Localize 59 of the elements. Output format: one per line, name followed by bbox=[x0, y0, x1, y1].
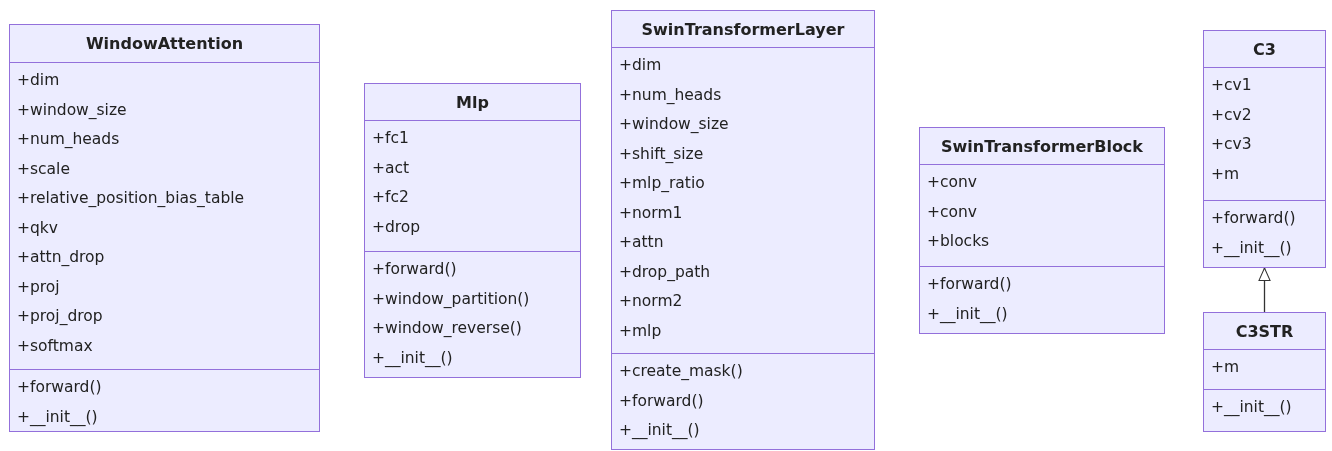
method-text: +__init__() bbox=[1210, 237, 1292, 260]
attribute-text: +m bbox=[1210, 163, 1240, 185]
attribute-text: +cv3 bbox=[1210, 134, 1252, 155]
method-text: +forward() bbox=[1210, 208, 1296, 229]
method-text: +forward() bbox=[618, 390, 704, 412]
attribute-text: +act bbox=[371, 157, 410, 179]
attribute-text: +conv bbox=[926, 172, 977, 193]
class-box bbox=[611, 10, 875, 450]
attribute-text: +fc2 bbox=[371, 187, 409, 208]
attribute-text: +norm2 bbox=[618, 291, 683, 312]
class-name: WindowAttention bbox=[84, 33, 245, 55]
attribute-text: +proj bbox=[16, 276, 60, 298]
attribute-text: +cv1 bbox=[1210, 75, 1252, 96]
attribute-text: +norm1 bbox=[618, 202, 683, 224]
attribute-text: +blocks bbox=[926, 231, 990, 252]
attribute-text: +conv bbox=[926, 201, 977, 223]
attribute-text: +proj_drop bbox=[16, 306, 103, 327]
attribute-text: +shift_size bbox=[618, 143, 704, 165]
class-name: C3STR bbox=[1234, 321, 1295, 343]
method-text: +forward() bbox=[371, 259, 457, 280]
class-name: SwinTransformerLayer bbox=[640, 19, 846, 41]
attribute-text: +fc1 bbox=[371, 128, 409, 149]
method-text: +__init__() bbox=[1210, 397, 1292, 419]
attribute-text: +scale bbox=[16, 158, 70, 180]
attribute-text: +mlp_ratio bbox=[618, 173, 705, 194]
class-name: C3 bbox=[1252, 39, 1277, 61]
class-box bbox=[9, 24, 320, 432]
attribute-text: +dim bbox=[618, 55, 662, 76]
class-name: SwinTransformerBlock bbox=[940, 136, 1144, 158]
attribute-text: +mlp bbox=[618, 320, 662, 342]
inheritance-arrow bbox=[1258, 267, 1271, 313]
attribute-text: +drop bbox=[371, 216, 421, 238]
method-text: +forward() bbox=[16, 377, 102, 398]
attribute-text: +attn_drop bbox=[16, 247, 105, 268]
method-text: +forward() bbox=[926, 274, 1012, 295]
class-box bbox=[364, 83, 581, 378]
attribute-text: +drop_path bbox=[618, 261, 711, 283]
method-text: +create_mask() bbox=[618, 361, 743, 382]
class-box bbox=[919, 127, 1165, 334]
method-text: +__init__() bbox=[618, 420, 700, 442]
attribute-text: +m bbox=[1210, 357, 1240, 378]
attribute-text: +num_heads bbox=[16, 129, 120, 150]
attribute-text: +dim bbox=[16, 70, 60, 91]
attribute-text: +cv2 bbox=[1210, 104, 1252, 126]
method-text: +window_partition() bbox=[371, 288, 530, 310]
attribute-text: +relative_position_bias_table bbox=[16, 188, 245, 209]
class-box bbox=[1203, 30, 1326, 268]
method-text: +__init__() bbox=[371, 347, 453, 370]
attribute-text: +window_size bbox=[618, 114, 729, 135]
class-name: Mlp bbox=[455, 92, 490, 114]
method-text: +__init__() bbox=[16, 406, 98, 429]
attribute-text: +softmax bbox=[16, 335, 93, 357]
attribute-text: +num_heads bbox=[618, 84, 722, 106]
attribute-text: +attn bbox=[618, 232, 664, 253]
class-box bbox=[1203, 312, 1326, 432]
attribute-text: +qkv bbox=[16, 217, 58, 239]
method-text: +__init__() bbox=[926, 303, 1008, 326]
method-text: +window_reverse() bbox=[371, 318, 522, 339]
attribute-text: +window_size bbox=[16, 99, 127, 121]
